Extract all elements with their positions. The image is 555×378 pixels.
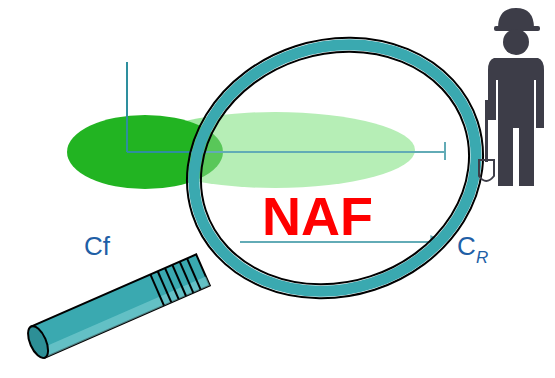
title-label: NAF (262, 189, 373, 243)
worker-silhouette (479, 8, 544, 186)
magnifier-handle (24, 254, 210, 360)
concentration-label: Cf (84, 233, 110, 259)
concentration-label: C (457, 233, 476, 259)
magnifier-lens (153, 0, 517, 336)
subscript-label: R (476, 249, 488, 266)
